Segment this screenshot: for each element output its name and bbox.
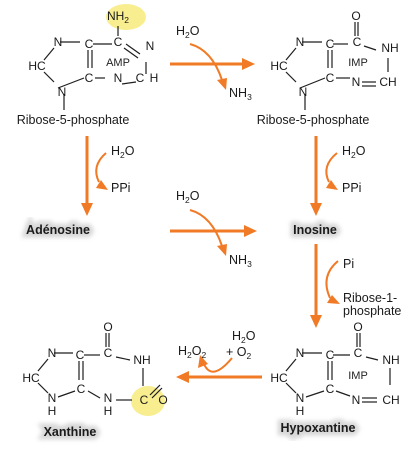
inosine-node: Inosine Inosine xyxy=(290,220,341,241)
xanthine-label: Xanthine xyxy=(44,425,97,439)
amp-atom-n9: N xyxy=(58,85,67,99)
amp-atom-n3: N xyxy=(114,71,123,85)
imp-top-atom-c6: C xyxy=(353,35,362,49)
hypoxantine-atom-n3: N xyxy=(352,393,361,407)
adenosine-inosine-reagent: H xyxy=(176,189,185,203)
hypo-xan-reagent-plus: + O xyxy=(226,345,247,359)
svg-text:NH2: NH2 xyxy=(107,9,129,25)
amp-molecule: NH2 N C C N HC AMP C N C H N Ribose-5-ph… xyxy=(17,4,159,127)
arrow-amp-to-imp: H2O NH3 xyxy=(170,24,255,102)
svg-text:NH3: NH3 xyxy=(229,86,252,102)
arrow-inosine-to-hypoxantine: Pi Ribose-1- phosphate xyxy=(310,244,401,328)
amp-adenosine-reagent: H xyxy=(111,144,120,158)
amp-imp-reagent: H xyxy=(176,24,185,38)
xanthine-atom-n3-h: H xyxy=(104,404,113,418)
imp-top-ribose-label: Ribose-5-phosphate xyxy=(257,113,370,127)
svg-text:H2O: H2O xyxy=(232,329,256,345)
xanthine-atom-c5: C xyxy=(76,348,85,362)
svg-text:Xanthine: Xanthine xyxy=(44,425,97,439)
adenosine-label: Adénosine xyxy=(26,223,90,237)
inosine-hypoxantine-product-line2: phosphate xyxy=(343,304,401,318)
xanthine-atom-c2: C xyxy=(140,393,149,407)
amp-atom-c4: C xyxy=(85,71,94,85)
arrow-imp-to-inosine: H2O PPi xyxy=(310,136,366,216)
imp-top-atom-c8: HC xyxy=(270,59,288,73)
amp-atom-c8: HC xyxy=(28,59,46,73)
svg-text:H2O: H2O xyxy=(111,144,135,160)
amp-atom-n1: N xyxy=(146,39,155,53)
hypoxantine-label: Hypoxantine xyxy=(280,421,355,435)
hypoxantine-atom-c6: C xyxy=(354,346,363,360)
xanthine-atom-nh1: NH xyxy=(133,353,150,367)
arrow-adenosine-to-inosine: H2O NH3 xyxy=(170,189,257,269)
amp-atom-c6: C xyxy=(114,35,123,49)
hypoxantine-atom-nh1: NH xyxy=(382,353,399,367)
hypoxantine-atom-c8: HC xyxy=(270,371,288,385)
amp-atom-c5: C xyxy=(85,37,94,51)
hypoxantine-atom-c5: C xyxy=(326,348,335,362)
arrow-hypoxantine-to-xanthine: H2O + O2 H2O2 xyxy=(176,329,262,383)
amp-imp-product: NH xyxy=(229,86,247,100)
svg-text:H2O: H2O xyxy=(176,24,200,40)
xanthine-atom-c8: HC xyxy=(22,371,40,385)
xanthine-molecule: O N C C NH HC C N H N H C O Xanthine Xan… xyxy=(22,320,167,443)
imp-top-nh: NH xyxy=(381,41,398,55)
svg-text:H2O2: H2O2 xyxy=(178,344,207,360)
imp-inosine-reagent: H xyxy=(342,144,351,158)
nh2-highlight xyxy=(106,4,146,30)
arrow-amp-to-adenosine: H2O PPi xyxy=(81,136,135,216)
xanthine-atom-n3: N xyxy=(104,391,113,405)
amp-label: AMP xyxy=(106,57,130,69)
hypoxantine-atom-o: O xyxy=(353,320,362,334)
xanthine-atom-n9: N xyxy=(48,391,57,405)
imp-inosine-product: PPi xyxy=(342,181,361,195)
inosine-hypoxantine-product-line1: Ribose-1- xyxy=(343,291,397,305)
imp-top-atom-n3: N xyxy=(352,75,361,89)
hypo-xan-reagent-top: H xyxy=(232,329,241,343)
inosine-hypoxantine-reagent: Pi xyxy=(343,257,354,271)
svg-text:H2O: H2O xyxy=(342,144,366,160)
svg-text:Hypoxantine: Hypoxantine xyxy=(280,421,355,435)
amp-atom-n7: N xyxy=(54,35,63,49)
svg-text:+ O2: + O2 xyxy=(226,345,252,361)
xanthine-atom-n7: N xyxy=(48,346,57,360)
svg-text:Inosine: Inosine xyxy=(293,223,337,237)
amp-adenosine-product: PPi xyxy=(111,181,130,195)
hypoxantine-atom-n9-h: H xyxy=(296,404,305,418)
hypo-xan-product: H xyxy=(178,344,187,358)
hypoxantine-atom-n7: N xyxy=(296,346,305,360)
hypoxantine-mol-label: IMP xyxy=(348,370,368,382)
hypoxantine-atom-n9: N xyxy=(296,391,305,405)
amp-ribose-label: Ribose-5-phosphate xyxy=(17,113,130,127)
amp-nh2: NH xyxy=(107,9,124,23)
svg-text:NH3: NH3 xyxy=(229,253,252,269)
imp-top-atom-c5: C xyxy=(326,37,335,51)
imp-top-label: IMP xyxy=(348,57,368,69)
adenosine-inosine-product: NH xyxy=(229,253,247,267)
adenosine-node: Adénosine Adénosine xyxy=(23,220,94,241)
svg-text:Adénosine: Adénosine xyxy=(26,223,90,237)
xanthine-atom-c6: C xyxy=(104,346,113,360)
xanthine-atom-n9-h: H xyxy=(48,404,57,418)
inosine-label: Inosine xyxy=(293,223,337,237)
hypoxantine-atom-c4: C xyxy=(326,382,335,396)
imp-top-molecule: O N C C NH HC IMP C N CH N Ribose-5-phos… xyxy=(257,9,399,127)
imp-top-atom-o: O xyxy=(351,9,360,23)
imp-top-atom-c4: C xyxy=(326,71,335,85)
amp-atom-c2: C xyxy=(136,71,145,85)
xanthine-atom-o2: O xyxy=(158,393,167,407)
imp-top-atom-n7: N xyxy=(296,35,305,49)
xanthine-atom-c4: C xyxy=(77,382,86,396)
imp-top-atom-n9: N xyxy=(299,85,308,99)
svg-text:H2O: H2O xyxy=(176,189,200,205)
xanthine-atom-o: O xyxy=(103,320,112,334)
hypoxantine-atom-c2: CH xyxy=(382,393,399,407)
hypoxantine-molecule: O N C C NH HC IMP C N H N CH Hypoxantine… xyxy=(270,320,399,439)
amp-atom-h2: H xyxy=(150,71,159,85)
imp-top-atom-c2: CH xyxy=(379,75,396,89)
